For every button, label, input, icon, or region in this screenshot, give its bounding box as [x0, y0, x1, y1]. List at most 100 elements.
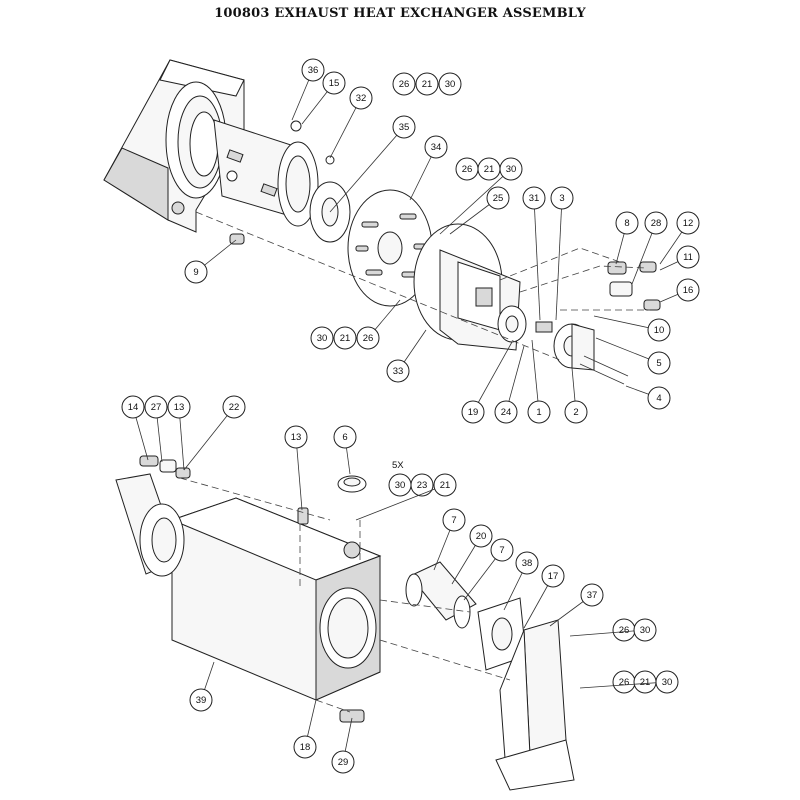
callout-circle	[189, 688, 213, 712]
callout-23: 23	[410, 473, 434, 497]
inlet-flange-left	[115, 473, 185, 577]
callout-circle	[564, 400, 588, 424]
callout-circle	[676, 211, 700, 235]
callout-label: 39	[196, 695, 207, 706]
callout-label: 3	[559, 193, 564, 204]
callout-label: 13	[174, 402, 185, 413]
callout-label: 18	[300, 742, 311, 753]
callout-label: 26	[462, 164, 473, 175]
callout-label: 21	[422, 79, 433, 90]
callout-circle	[494, 400, 518, 424]
callout-label: 17	[548, 571, 559, 582]
callout-22: 22	[183, 395, 246, 471]
leader-line	[569, 629, 646, 637]
callout-circle	[515, 551, 539, 575]
callout-circle	[293, 735, 317, 759]
callout-10: 10	[593, 315, 671, 342]
callout-circle	[167, 395, 191, 419]
callout-label: 16	[683, 285, 694, 296]
callout-label: 23	[417, 480, 428, 491]
callout-label: 25	[493, 193, 504, 204]
callout-30f: 30	[579, 670, 679, 694]
leader-line	[183, 406, 235, 471]
callout-26a: 26	[392, 72, 416, 96]
callout-30d: 30	[388, 473, 412, 497]
callout-32: 32	[329, 86, 373, 159]
leader-line	[531, 339, 540, 413]
callout-circle	[392, 115, 416, 139]
callout-label: 21	[640, 677, 651, 688]
bellows-coupling	[405, 561, 477, 629]
callout-label: 7	[499, 545, 504, 556]
callout-circle	[222, 395, 246, 419]
callout-circle	[461, 400, 485, 424]
leader-line	[295, 436, 303, 511]
callout-circle	[424, 135, 448, 159]
callout-30b: 30	[439, 157, 523, 235]
callout-label: 30	[317, 333, 328, 344]
callout-circle	[580, 583, 604, 607]
callout-7b: 7	[463, 538, 514, 601]
callout-30c: 30	[310, 326, 334, 350]
callout-21f: 21	[633, 670, 657, 694]
callout-label: 28	[651, 218, 662, 229]
callout-circle	[284, 425, 308, 449]
callout-17: 17	[523, 564, 565, 629]
callout-label: 22	[229, 402, 240, 413]
callout-13b: 13	[284, 425, 308, 511]
callout-circle	[486, 186, 510, 210]
callout-7a: 7	[433, 508, 466, 571]
callout-34: 34	[409, 135, 448, 201]
callout-label: 21	[440, 480, 451, 491]
callout-label: 35	[399, 122, 410, 133]
callout-6: 6	[333, 425, 357, 475]
callout-label: 2	[573, 407, 578, 418]
callout-18: 18	[293, 699, 317, 759]
callout-label: 10	[654, 325, 665, 336]
callout-39: 39	[189, 661, 215, 712]
callout-label: 26	[363, 333, 374, 344]
callout-label: 14	[128, 402, 139, 413]
callout-label: 31	[529, 193, 540, 204]
callout-37: 37	[549, 583, 604, 627]
callout-label: 32	[356, 93, 367, 104]
callout-label: 6	[342, 432, 347, 443]
callout-label: 26	[619, 625, 630, 636]
callout-24: 24	[494, 345, 525, 424]
callout-27: 27	[144, 395, 168, 463]
upper-heat-exchanger-housing	[103, 59, 245, 233]
callout-circle	[356, 326, 380, 350]
callout-31: 31	[522, 186, 546, 321]
callout-9: 9	[184, 239, 237, 284]
callout-label: 9	[193, 267, 198, 278]
callout-label: 5	[656, 358, 661, 369]
callout-circle	[676, 278, 700, 302]
callout-38: 38	[503, 551, 539, 611]
callout-1: 1	[527, 339, 551, 424]
callout-circle	[144, 395, 168, 419]
callout-circle	[386, 359, 410, 383]
callout-label: 27	[151, 402, 162, 413]
callout-8: 8	[615, 211, 639, 265]
callout-circle	[331, 750, 355, 774]
leader-line	[472, 341, 513, 413]
callout-label: 26	[619, 677, 630, 688]
callout-label: 20	[476, 531, 487, 542]
callout-circle	[469, 524, 493, 548]
callout-21d: 21	[355, 473, 457, 521]
callout-circle	[647, 318, 671, 342]
callout-label: 21	[340, 333, 351, 344]
callout-circle	[121, 395, 145, 419]
callout-14: 14	[121, 395, 149, 461]
leader-line	[579, 681, 668, 689]
callout-11: 11	[659, 245, 700, 271]
callout-35: 35	[329, 115, 416, 213]
callout-19: 19	[461, 341, 513, 424]
end-housing-block	[413, 223, 521, 351]
leader-line	[439, 168, 512, 235]
callout-circle	[349, 86, 373, 110]
callout-label: 11	[683, 252, 693, 263]
callout-circle	[333, 326, 357, 350]
callout-label: 30	[640, 625, 651, 636]
